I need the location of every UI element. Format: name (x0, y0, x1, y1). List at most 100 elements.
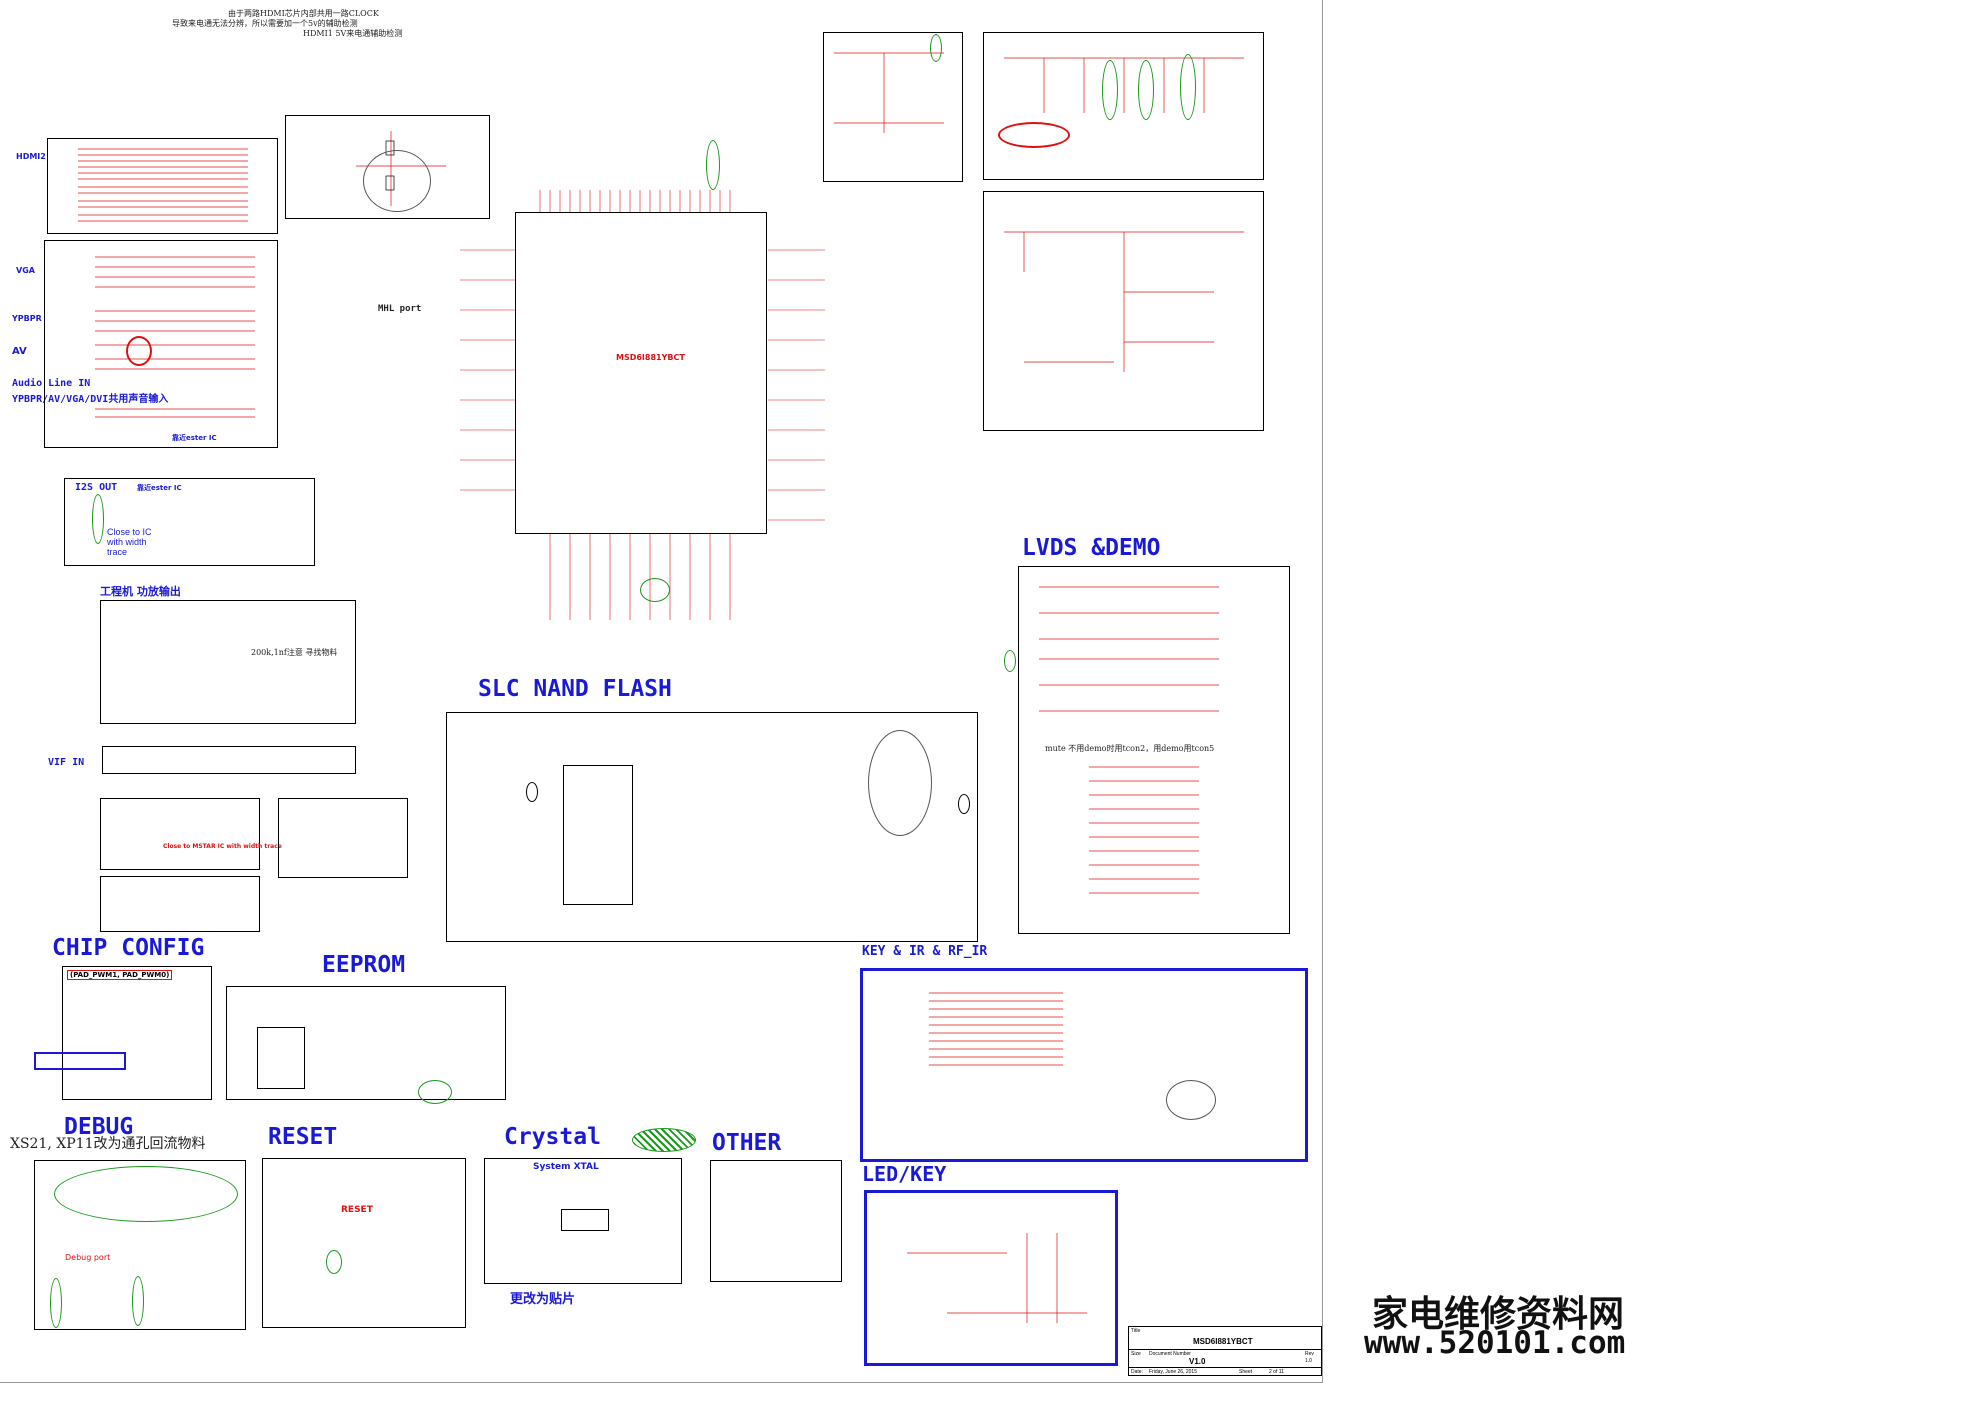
led-key-wires (907, 1233, 1087, 1323)
note-mute: mute 不用demo时用tcon2，用demo用tcon5 (1045, 744, 1215, 753)
other-block (710, 1160, 842, 1282)
reset-block: RESET (262, 1158, 466, 1328)
green-mark-top (706, 140, 720, 190)
section-nand: SLC NAND FLASH (478, 676, 672, 702)
label-ypbpr: YPBPR (12, 314, 42, 323)
note-hdmi1-5v: HDMI1 5V来电通辅助检测 (303, 29, 403, 38)
detect-oval (363, 150, 431, 212)
nand-mark-1 (526, 782, 538, 802)
section-led-key: LED/KEY (862, 1162, 947, 1186)
date-value: Friday, June 26, 2015 (1149, 1369, 1197, 1375)
green-mark-vddc-3 (1180, 54, 1196, 120)
label-hdmi2: HDMI2 (16, 152, 46, 161)
lvds-wires (1039, 586, 1219, 894)
chip-name: MSD6I881YBCT (616, 353, 685, 362)
vddc-red-mark (998, 122, 1070, 148)
doc-title: MSD6I881YBCT (1193, 1337, 1253, 1346)
ddr-power-wires (834, 52, 944, 133)
key-ir-block (860, 968, 1308, 1162)
debug-block: Debug port (34, 1160, 246, 1330)
amp-output-block: 200k,1nf注意 寻找物料 (100, 600, 356, 724)
nand-chip (563, 765, 633, 905)
watermark-url: www.520101.com (1364, 1325, 1626, 1361)
green-mark-reset (326, 1250, 342, 1274)
sheet-value: 2 of 11 (1269, 1369, 1284, 1375)
pad-pwm-box: (PAD_PWM1, PAD_PWM0) (67, 970, 173, 980)
date-label: Date: (1131, 1369, 1143, 1375)
vddc-power-wires (1004, 57, 1244, 113)
section-other: OTHER (712, 1130, 782, 1156)
schematic-sheet: 由于两路HDMI芯片内部共用一路CLOCK 导致来电通无法分辨，所以需要加一个5… (0, 0, 1323, 1383)
green-mark-bottom (640, 578, 670, 602)
section-chip-config: CHIP CONFIG (52, 935, 205, 961)
label-vga: VGA (16, 266, 35, 275)
rev-label: Rev (1305, 1351, 1314, 1357)
note-5v-detect: 导致来电通无法分辨，所以需要加一个5v的辅助检测 (172, 19, 358, 28)
main-soc-chip: MSD6I881YBCT (515, 212, 767, 534)
hdmi2-block (47, 138, 278, 234)
green-mark-vddc-2 (1138, 60, 1154, 120)
green-mark-vddc-1 (1102, 60, 1118, 120)
label-vif-in: VIF IN (48, 757, 85, 768)
avdd-power-wires (1004, 231, 1244, 372)
green-mark-eeprom (418, 1080, 452, 1104)
av-red-mark (126, 336, 152, 366)
ddr-power-block (823, 32, 963, 182)
sheet-label: Sheet (1239, 1369, 1253, 1375)
section-reset: RESET (268, 1124, 338, 1150)
title-label: Title (1131, 1328, 1141, 1334)
eeprom-block (226, 986, 506, 1100)
title-block: Title MSD6I881YBCT Size Document Number … (1128, 1326, 1322, 1376)
green-mark-debug-2 (50, 1278, 62, 1328)
chip-pins (460, 190, 825, 620)
green-mark-ddr (930, 34, 942, 62)
rev-value: 1.0 (1305, 1358, 1312, 1364)
doc-number-label: Document Number (1149, 1351, 1191, 1357)
crystal-part (561, 1209, 609, 1231)
doc-version: V1.0 (1189, 1357, 1206, 1366)
label-mhl-port: MHL port (378, 304, 422, 314)
section-crystal: Crystal (504, 1124, 601, 1150)
label-engineer-amp: 工程机 功放输出 (100, 585, 181, 598)
section-lvds: LVDS &DEMO (1022, 535, 1161, 561)
note-near-ic-2: 靠近ester IC (137, 484, 182, 492)
label-audio-line-in: Audio Line IN (12, 378, 91, 389)
eeprom-chip (257, 1027, 305, 1089)
crystal-green-mark (632, 1128, 696, 1152)
chip-config-block: (PAD_PWM1, PAD_PWM0) (62, 966, 212, 1100)
green-mark-lvds (1004, 650, 1016, 672)
green-mark-debug (54, 1166, 238, 1222)
key-ir-oval (1166, 1080, 1216, 1120)
led-key-block (864, 1190, 1118, 1366)
note-hdmi-clock: 由于两路HDMI芯片内部共用一路CLOCK (228, 9, 379, 18)
watermark-cn: 家电维修资料网 (1372, 1293, 1625, 1335)
label-audio-shared: YPBPR/AV/VGA/DVI共用声音输入 (12, 394, 169, 405)
label-reset-sub: RESET (341, 1205, 373, 1215)
label-debug-port: Debug port (65, 1253, 111, 1262)
analog-input-wires (95, 256, 255, 418)
note-xs21: XS21, XP11改为通孔回流物料 (10, 1136, 206, 1152)
avdd-power-block (983, 191, 1264, 431)
green-mark-debug-3 (132, 1276, 144, 1326)
vddc-power-block (983, 32, 1264, 180)
nand-flash-block (446, 712, 978, 942)
config-highlight (34, 1052, 126, 1070)
tuner-signal-block (100, 876, 260, 932)
vif-in-block (102, 746, 356, 774)
section-debug: DEBUG (64, 1114, 134, 1140)
crystal-block: System XTAL (484, 1158, 682, 1284)
nand-power-block (278, 798, 408, 878)
nand-oval (868, 730, 932, 836)
key-ir-wires (929, 992, 1063, 1066)
nand-mark-2 (958, 794, 970, 814)
tuner-power-block: Close to MSTAR IC with width trace (100, 798, 282, 870)
note-close-mstar: Close to MSTAR IC with width trace (163, 843, 282, 850)
label-system-xtal: System XTAL (533, 1162, 599, 1172)
size-label: Size (1131, 1351, 1141, 1357)
note-amp: 200k,1nf注意 寻找物料 (251, 648, 338, 657)
i2s-out-block: I2S OUT 靠近ester IC Close to IC with widt… (64, 478, 315, 566)
green-mark-i2s (92, 494, 104, 544)
analog-input-block (44, 240, 278, 448)
label-av: AV (12, 346, 27, 357)
note-close-ic: Close to IC with width trace (107, 527, 152, 557)
